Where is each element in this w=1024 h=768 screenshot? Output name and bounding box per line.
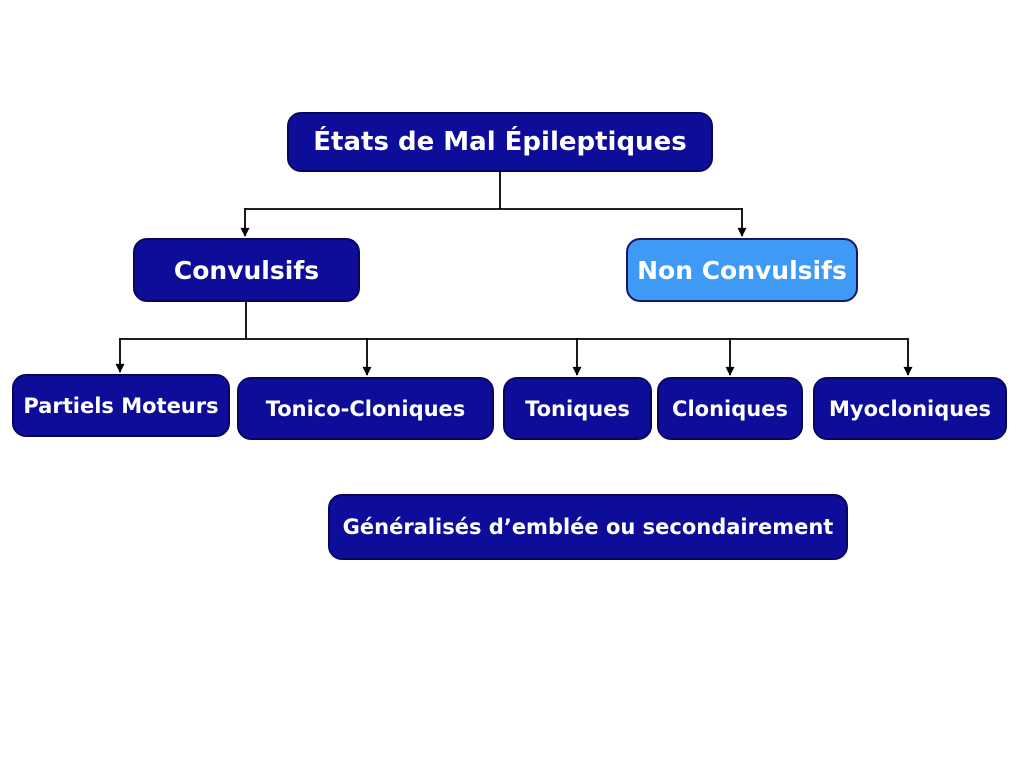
node-generalises-demblee-ou-secondairement: Généralisés d’emblée ou secondairement (328, 494, 848, 560)
node-myocloniques: Myocloniques (813, 377, 1007, 440)
node-cloniques: Cloniques (657, 377, 803, 440)
node-convulsifs: Convulsifs (133, 238, 360, 302)
node-etats-de-mal-epileptiques: États de Mal Épileptiques (287, 112, 713, 172)
node-non-convulsifs: Non Convulsifs (626, 238, 858, 302)
node-tonico-cloniques: Tonico-Cloniques (237, 377, 494, 440)
node-partiels-moteurs: Partiels Moteurs (12, 374, 230, 437)
node-toniques: Toniques (503, 377, 652, 440)
